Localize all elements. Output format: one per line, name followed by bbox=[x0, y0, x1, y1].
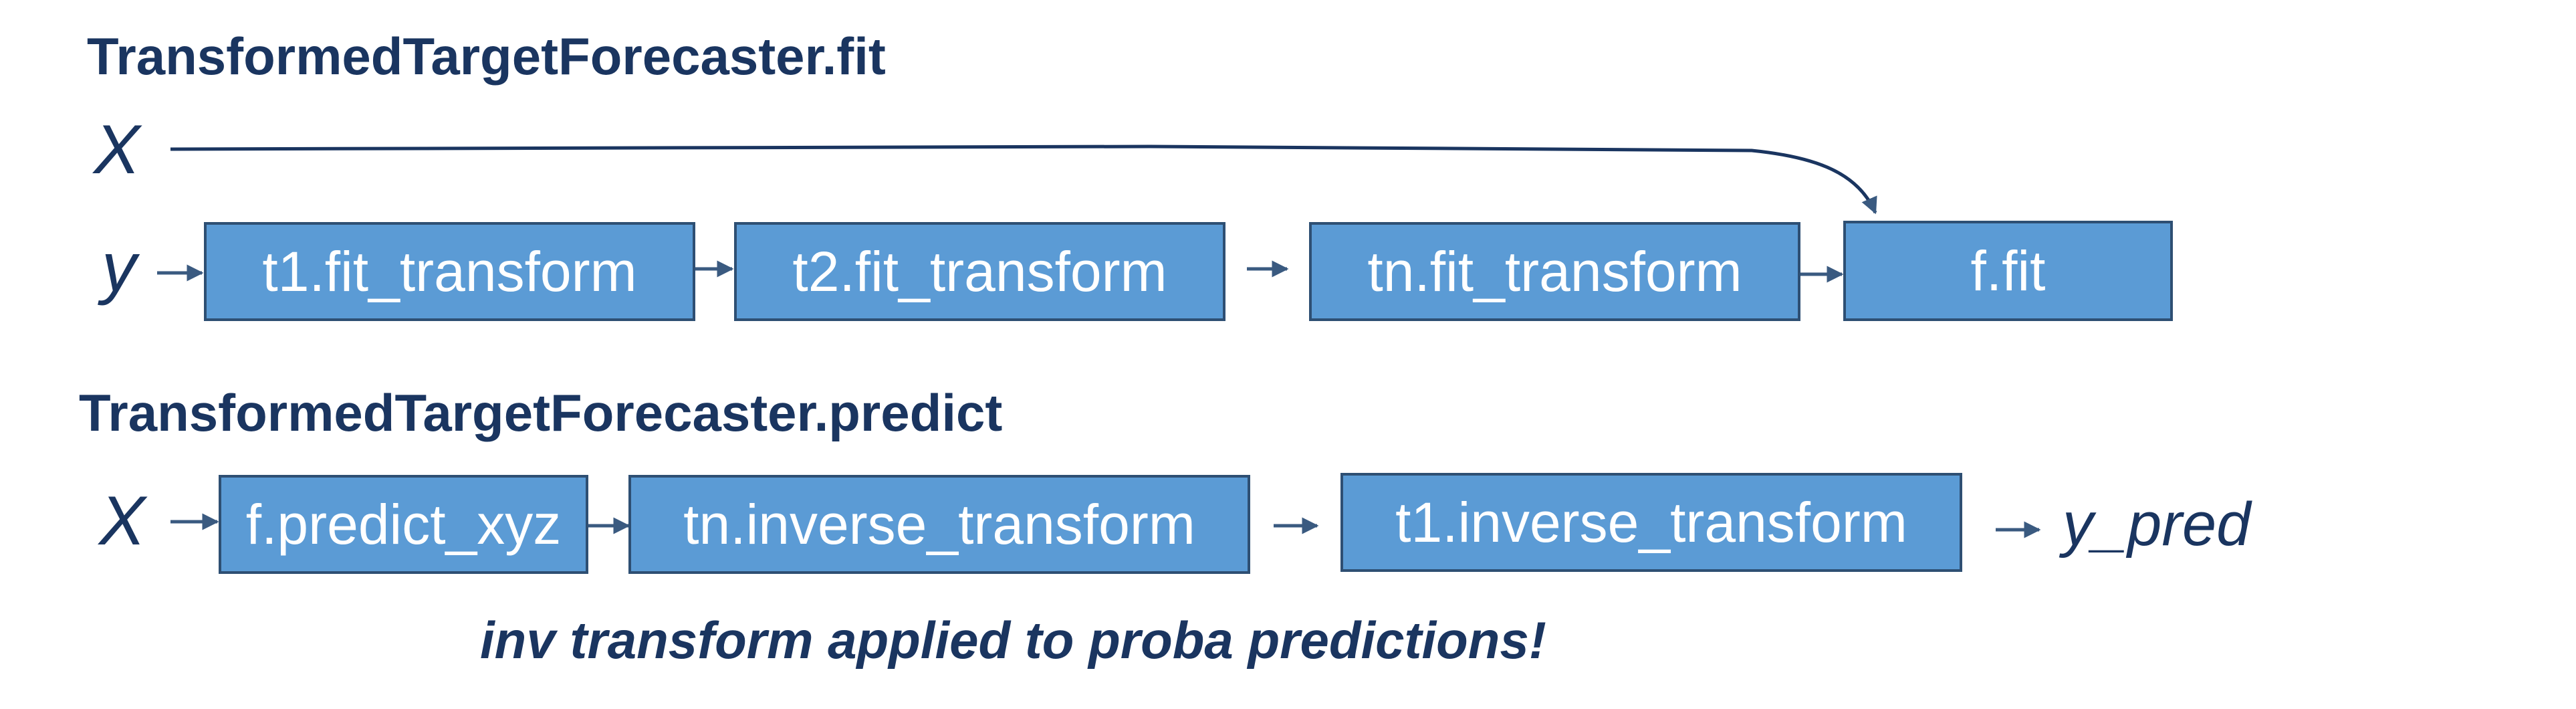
predict-title: TransformedTargetForecaster.predict bbox=[79, 383, 1003, 442]
fit-step-tn: tn.fit_transform bbox=[1309, 222, 1800, 321]
fit-y-label: y bbox=[102, 229, 136, 306]
fit-step-f-fit: f.fit bbox=[1843, 221, 2173, 321]
predict-step-tn-inverse: tn.inverse_transform bbox=[628, 475, 1250, 574]
x-to-fit-connector bbox=[170, 144, 1877, 215]
predict-output-label: y_pred bbox=[2063, 490, 2251, 559]
fit-step-t2: t2.fit_transform bbox=[734, 222, 1225, 321]
fit-title: TransformedTargetForecaster.fit bbox=[87, 27, 886, 86]
fit-step-t1: t1.fit_transform bbox=[204, 222, 695, 321]
fit-x-label: X bbox=[94, 111, 140, 189]
predict-x-label: X bbox=[99, 482, 146, 560]
predict-step-t1-inverse: t1.inverse_transform bbox=[1340, 473, 1962, 572]
predict-step-f-predict: f.predict_xyz bbox=[219, 475, 588, 574]
inverse-transform-note: inv transform applied to proba predictio… bbox=[480, 611, 1546, 670]
